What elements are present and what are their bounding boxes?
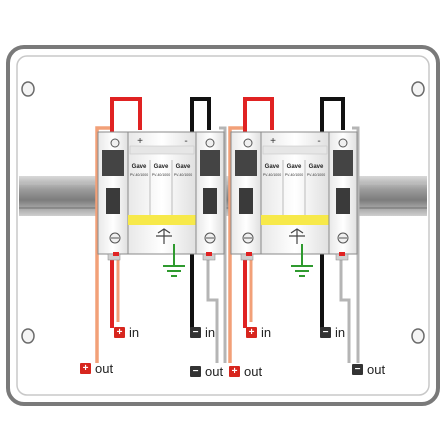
unit-1-plus-mark: +: [137, 136, 143, 147]
unit-2-minus-mark: -: [317, 136, 320, 147]
screw-icon: [411, 81, 425, 97]
label-text: in: [335, 325, 346, 340]
unit-2-model-a: PV-40/1000: [263, 173, 281, 177]
screw-icon: [21, 328, 35, 344]
unit-2-brand-a: Gave: [265, 164, 280, 170]
unit-1-minus-mark: -: [184, 136, 187, 147]
ground-icon: [291, 244, 313, 277]
unit-2-model-b: PV-40/1000: [285, 173, 303, 177]
unit-1-plus-out-label: + out: [80, 361, 113, 376]
label-text: in: [205, 325, 216, 340]
label-text: out: [205, 364, 224, 379]
unit-1-minus-out-label: − out: [190, 364, 223, 379]
minus-square-icon: −: [320, 327, 331, 338]
unit-1-model-c: PV-40/1000: [174, 173, 192, 177]
minus-square-icon: −: [190, 327, 201, 338]
unit-2-plus-in-label: + in: [246, 325, 271, 340]
unit-2-device: [230, 131, 358, 261]
screw-icon: [411, 328, 425, 344]
unit-1-brand-c: Gave: [176, 164, 191, 170]
unit-1-model-a: PV-40/1000: [130, 173, 148, 177]
unit-2-model-c: PV-40/1000: [307, 173, 325, 177]
label-text: out: [244, 364, 263, 379]
unit-2-minus-out-label: − out: [352, 362, 385, 377]
label-text: out: [367, 362, 386, 377]
plus-square-icon: +: [80, 363, 91, 374]
unit-2-brand-b: Gave: [287, 164, 302, 170]
label-text: in: [129, 325, 140, 340]
ground-icon: [163, 244, 185, 277]
unit-2-plus-mark: +: [270, 136, 276, 147]
label-text: in: [261, 325, 272, 340]
unit-1-model-b: PV-40/1000: [152, 173, 170, 177]
unit-1-brand-b: Gave: [154, 164, 169, 170]
minus-square-icon: −: [352, 364, 363, 375]
label-text: out: [95, 361, 114, 376]
minus-square-icon: −: [190, 366, 201, 377]
unit-1-brand-a: Gave: [132, 164, 147, 170]
plus-square-icon: +: [229, 366, 240, 377]
unit-2-brand-c: Gave: [309, 164, 324, 170]
screw-icon: [21, 81, 35, 97]
unit-1-device: [97, 131, 225, 261]
unit-2-plus-out-label: + out: [229, 364, 262, 379]
plus-square-icon: +: [246, 327, 257, 338]
plus-square-icon: +: [114, 327, 125, 338]
unit-2-minus-in-label: − in: [320, 325, 345, 340]
unit-1-plus-in-label: + in: [114, 325, 139, 340]
unit-1-minus-in-label: − in: [190, 325, 215, 340]
